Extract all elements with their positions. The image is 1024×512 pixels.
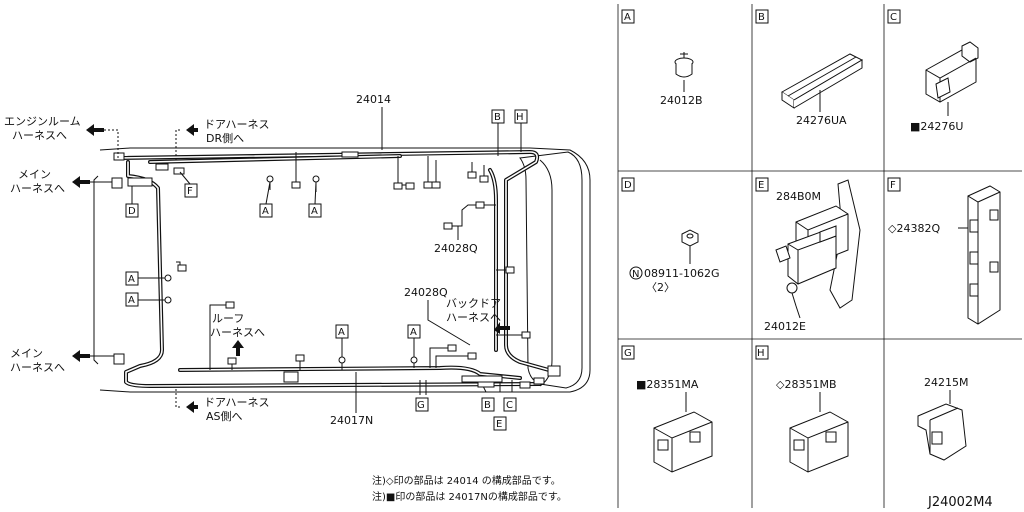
- svg-text:A: A: [624, 12, 631, 23]
- part-cell-g: G ■28351MA: [621, 345, 713, 473]
- clip-icon: [674, 52, 694, 78]
- part-number-08911-1062g: 08911-1062G: [644, 267, 719, 280]
- part-cell-e: E 284B0M 24012E: [755, 177, 861, 333]
- part-cell-d: D N 08911-1062G 〈2〉: [621, 177, 719, 294]
- part-number-28351mb: ◇28351MB: [776, 378, 837, 391]
- part-number-28351ma: ■28351MA: [636, 378, 699, 391]
- part-number-24215m: 24215M: [924, 376, 968, 389]
- label-sub-harness-upper: 24028Q: [434, 242, 478, 255]
- svg-text:F: F: [187, 186, 193, 197]
- part-qty-d: 〈2〉: [646, 281, 675, 294]
- nut-mark: N: [632, 269, 639, 280]
- screw-icon: [786, 282, 798, 307]
- callout-a-2: A: [308, 203, 322, 218]
- svg-text:H: H: [757, 348, 765, 359]
- label-door-as-2: AS側へ: [206, 410, 243, 423]
- svg-text:A: A: [262, 206, 269, 217]
- label-main-lower-1: メイン: [10, 347, 43, 360]
- svg-text:E: E: [496, 419, 502, 430]
- svg-text:A: A: [311, 206, 318, 217]
- callout-e: E: [493, 416, 507, 431]
- part-number-284b0m: 284B0M: [776, 190, 821, 203]
- callout-h: H: [514, 109, 528, 124]
- svg-text:D: D: [128, 206, 136, 217]
- callout-f: F: [184, 183, 198, 198]
- diagram-labels: エンジンルーム ハーネスへ メイン ハーネスへ メイン ハーネスへ ドアハーネス…: [4, 93, 501, 427]
- part-number-24012e: 24012E: [764, 320, 806, 333]
- part-cell-a: A 24012B: [621, 9, 703, 107]
- svg-text:A: A: [128, 295, 135, 306]
- part-number-24382q: ◇24382Q: [888, 222, 940, 235]
- label-sub-harness-lower: 24028Q: [404, 286, 448, 299]
- harness-branches: [111, 151, 561, 395]
- callout-a-6: A: [407, 324, 421, 339]
- label-engine-room-2: ハーネスへ: [12, 129, 67, 142]
- direction-arrows: [72, 124, 510, 413]
- bracket-icon: [925, 41, 979, 103]
- callout-a-5: A: [335, 324, 349, 339]
- connector-icon-h: [789, 411, 849, 473]
- label-door-as-1: ドアハーネス: [204, 396, 270, 409]
- svg-text:G: G: [417, 400, 425, 411]
- vehicle-outline: [93, 147, 591, 393]
- callout-c: C: [503, 397, 517, 412]
- label-main-upper-1: メイン: [18, 168, 51, 181]
- svg-text:B: B: [494, 112, 501, 123]
- svg-text:D: D: [624, 180, 632, 191]
- label-roof-1: ルーフ: [212, 312, 244, 325]
- svg-text:C: C: [890, 12, 897, 23]
- label-main-harness: 24014: [356, 93, 391, 106]
- diagram-code: J24002M4: [927, 495, 993, 510]
- label-floor-harness: 24017N: [330, 414, 373, 427]
- protector-icon: [781, 53, 864, 109]
- label-engine-room-1: エンジンルーム: [4, 115, 81, 128]
- label-main-lower-2: ハーネスへ: [10, 361, 65, 374]
- callout-a-3: A: [125, 271, 139, 286]
- label-main-upper-2: ハーネスへ: [10, 182, 65, 195]
- part-number-24276u: ■24276U: [910, 120, 963, 133]
- svg-text:C: C: [506, 400, 513, 411]
- part-cell-h: H ◇28351MB 24215M: [755, 345, 968, 473]
- svg-text:B: B: [758, 12, 765, 23]
- part-cell-b: B 24276UA: [755, 9, 864, 127]
- svg-text:A: A: [128, 274, 135, 285]
- svg-text:E: E: [758, 180, 764, 191]
- part-cell-c: C ■24276U: [887, 9, 979, 133]
- bracket-icon-h: [917, 403, 967, 461]
- note-2: 注)■印の部品は 24017Nの構成部品です。: [372, 490, 567, 503]
- svg-text:H: H: [516, 112, 524, 123]
- nut-icon: [681, 229, 699, 247]
- svg-text:A: A: [338, 327, 345, 338]
- label-door-dr-1: ドアハーネス: [204, 118, 270, 131]
- label-back-door-1: バックドア: [446, 297, 501, 310]
- part-number-24276ua: 24276UA: [796, 114, 847, 127]
- callout-a-1: A: [259, 203, 273, 218]
- svg-text:B: B: [484, 400, 491, 411]
- label-roof-2: ハーネスへ: [210, 326, 265, 339]
- control-module-icon: [775, 179, 861, 309]
- callout-d: D: [125, 203, 139, 218]
- diagram-callouts: A A A A A A B H D F G B C E: [125, 109, 528, 431]
- callout-b-2: B: [481, 397, 495, 412]
- label-back-door-2: ハーネスへ: [446, 311, 501, 324]
- note-1: 注)◇印の部品は 24014 の構成部品です。: [372, 474, 561, 487]
- callout-a-4: A: [125, 292, 139, 307]
- part-cell-f: F ◇24382Q: [887, 177, 1001, 325]
- parts-grid: [617, 4, 1022, 508]
- connector-icon-g: [653, 411, 713, 473]
- svg-text:A: A: [410, 327, 417, 338]
- callout-g: G: [415, 397, 429, 412]
- harness-clip-strip-icon: [967, 185, 1001, 325]
- part-number-24012b: 24012B: [660, 94, 703, 107]
- callout-b-1: B: [491, 109, 505, 124]
- label-door-dr-2: DR側へ: [206, 132, 244, 145]
- svg-text:G: G: [624, 348, 632, 359]
- svg-text:F: F: [890, 180, 896, 191]
